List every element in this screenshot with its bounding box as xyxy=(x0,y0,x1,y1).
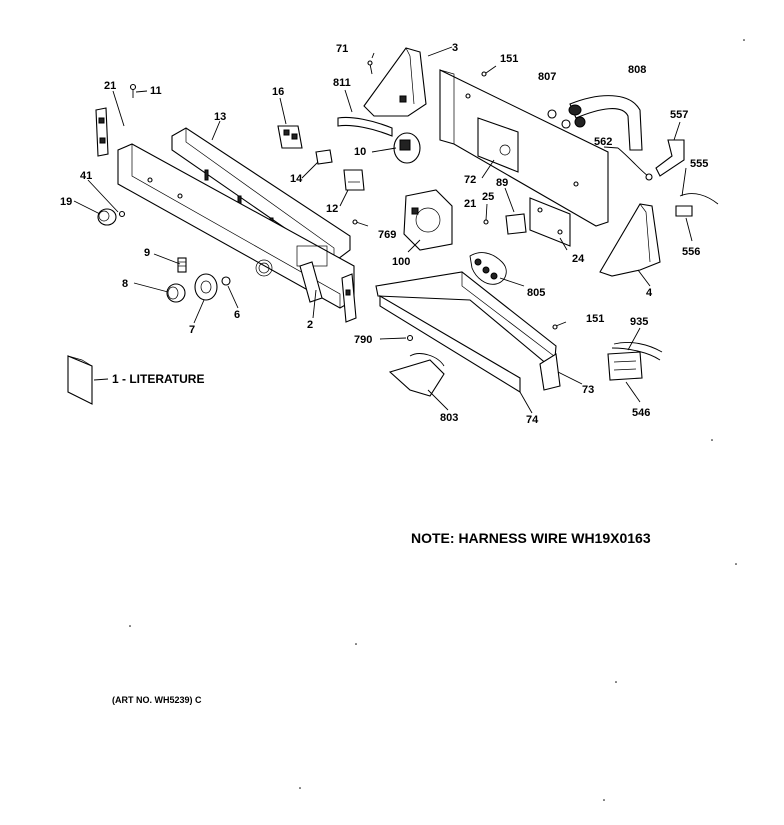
part-21-bracket-left xyxy=(95,107,109,157)
part-10-valve xyxy=(393,132,421,164)
part-935-wires xyxy=(611,341,663,361)
callout-2: 2 xyxy=(307,319,313,331)
callout-3: 3 xyxy=(452,42,458,54)
callout-11: 11 xyxy=(150,85,162,97)
part-6-knob xyxy=(221,276,231,286)
part-151-screw-lower xyxy=(552,321,567,330)
part-8-knob xyxy=(166,283,186,303)
part-73-lower-panel xyxy=(375,271,561,391)
callout-562: 562 xyxy=(594,136,612,148)
part-546-harness-block xyxy=(607,351,643,381)
callout-4: 4 xyxy=(646,287,653,299)
harness-wire-note: NOTE: HARNESS WIRE WH19X0163 xyxy=(411,530,651,546)
callout-805: 805 xyxy=(527,287,545,299)
callout-811: 811 xyxy=(333,77,351,89)
callout-807: 807 xyxy=(538,71,556,83)
callout-14: 14 xyxy=(290,173,303,185)
callout-72: 72 xyxy=(464,174,476,186)
part-811-hose xyxy=(337,116,393,137)
part-555-cord xyxy=(675,193,719,217)
part-151-screw xyxy=(481,65,497,77)
scan-specks xyxy=(129,39,745,801)
part-562-wire xyxy=(617,147,653,181)
callout-7: 7 xyxy=(189,324,195,336)
literature-booklet xyxy=(67,355,93,405)
part-16-switch xyxy=(277,125,303,149)
part-4-end-bracket xyxy=(599,203,661,277)
part-769-screw xyxy=(352,219,369,227)
part-89-switch xyxy=(505,213,527,235)
callout-19: 19 xyxy=(60,196,72,208)
leader-lines xyxy=(73,46,693,414)
part-2-endcap xyxy=(299,261,357,323)
part-14-switch xyxy=(315,149,333,165)
callout-16: 16 xyxy=(272,86,284,98)
part-790-screw xyxy=(406,334,414,342)
callout-21-mid: 21 xyxy=(464,198,476,210)
callout-89: 89 xyxy=(496,177,508,189)
callout-935: 935 xyxy=(630,316,648,328)
part-71-screw xyxy=(367,60,373,75)
callout-74: 74 xyxy=(526,414,539,426)
callout-13: 13 xyxy=(214,111,226,123)
callout-790: 790 xyxy=(354,334,372,346)
part-805-harness xyxy=(469,252,507,285)
callout-24: 24 xyxy=(572,253,585,265)
callout-555: 555 xyxy=(690,158,708,170)
part-9-spring xyxy=(177,257,187,273)
callout-25: 25 xyxy=(482,191,494,203)
callout-41: 41 xyxy=(80,170,92,182)
callout-556: 556 xyxy=(682,246,700,258)
callout-21: 21 xyxy=(104,80,116,92)
part-100-timer xyxy=(403,189,453,251)
callout-12: 12 xyxy=(326,203,338,215)
callout-8: 8 xyxy=(122,278,128,290)
part-12-switch xyxy=(343,169,365,191)
callout-769: 769 xyxy=(378,229,396,241)
callout-151: 151 xyxy=(500,53,518,65)
callout-151-lower: 151 xyxy=(586,313,604,325)
part-72-backsplash xyxy=(439,69,609,227)
callout-557: 557 xyxy=(670,109,688,121)
literature-label: 1 - LITERATURE xyxy=(112,372,204,386)
callout-71: 71 xyxy=(336,43,348,55)
part-803-bracket xyxy=(388,353,445,397)
callout-803: 803 xyxy=(440,412,458,424)
callout-808: 808 xyxy=(628,64,646,76)
art-number: (ART NO. WH5239) C xyxy=(112,695,202,705)
callout-9: 9 xyxy=(144,247,150,259)
callout-10: 10 xyxy=(354,146,366,158)
part-807-grommets xyxy=(547,109,571,129)
part-808-hoses xyxy=(568,95,643,151)
part-7-dial xyxy=(194,273,218,301)
part-41-clip xyxy=(118,210,126,218)
callout-73: 73 xyxy=(582,384,594,396)
part-3-end-bracket xyxy=(363,47,427,117)
callout-6: 6 xyxy=(234,309,240,321)
part-557-inlet xyxy=(655,139,685,177)
part-21-screw xyxy=(483,219,489,225)
part-24-plate xyxy=(529,197,571,247)
callout-546: 546 xyxy=(632,407,650,419)
callout-labels: 71 3 151 807 808 811 21 11 16 13 10 14 7… xyxy=(60,42,708,426)
callout-100: 100 xyxy=(392,256,410,268)
part-19-knob xyxy=(97,208,117,226)
part-11-screw xyxy=(129,83,137,98)
